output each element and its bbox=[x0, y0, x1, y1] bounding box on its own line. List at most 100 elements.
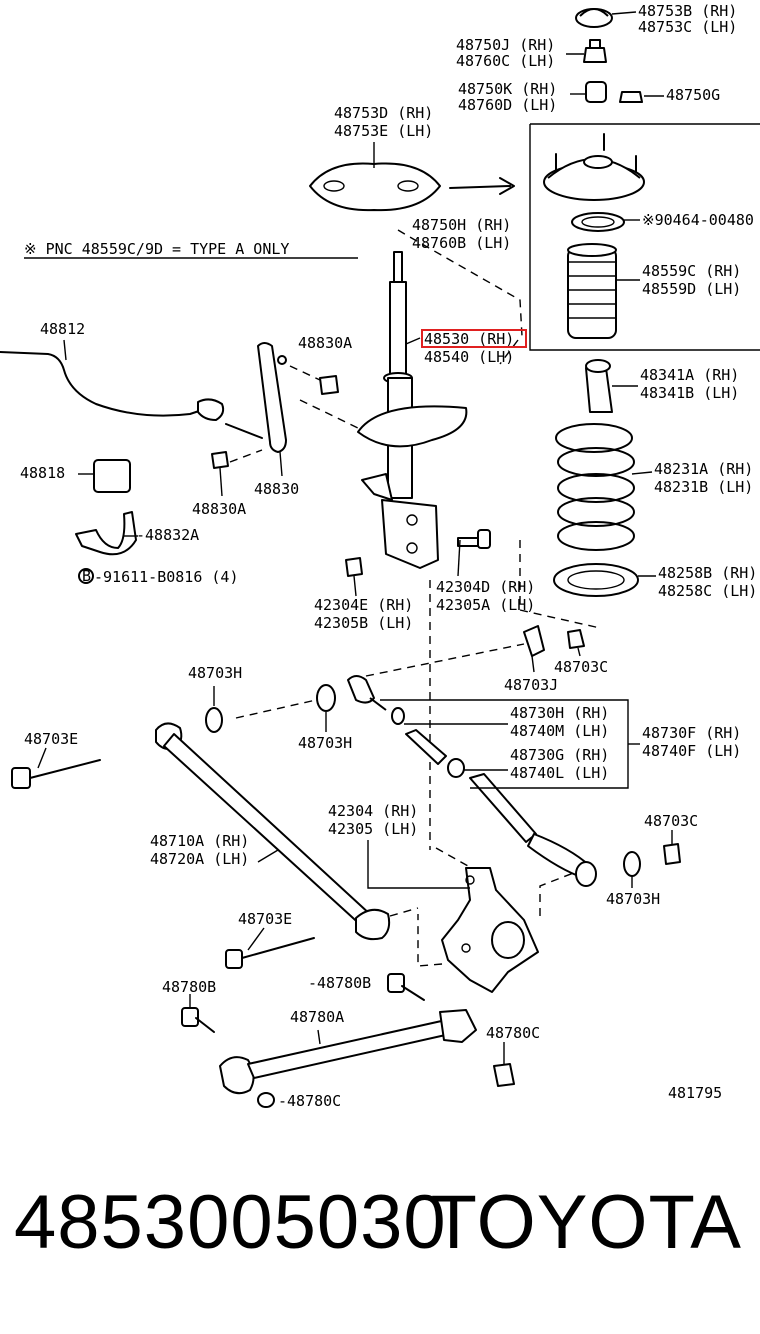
bolt-48780B-a bbox=[181, 994, 215, 1033]
label-48753E: 48753E (LH) bbox=[334, 122, 433, 140]
label-48780C-b: -48780C bbox=[278, 1092, 341, 1110]
bracket-48703J bbox=[365, 625, 545, 677]
label-48703H-c: 48703H bbox=[606, 890, 660, 908]
note-type-a: ※ PNC 48559C/9D = TYPE A ONLY bbox=[24, 240, 289, 258]
nut-42304E bbox=[345, 557, 363, 597]
upper-support-48750H bbox=[543, 133, 645, 201]
label-42305A: 42305A (LH) bbox=[436, 596, 535, 614]
label-48753D: 48753D (RH) bbox=[334, 104, 433, 122]
upper-support-box bbox=[529, 123, 760, 351]
bolt-48703E-b bbox=[225, 927, 315, 969]
label-48559C: 48559C (RH) bbox=[642, 262, 741, 280]
label-48740M: 48740M (LH) bbox=[510, 722, 609, 740]
label-48750G: 48750G bbox=[666, 86, 720, 104]
highlight-box bbox=[421, 329, 527, 348]
stabilizer-link-48830 bbox=[225, 342, 287, 477]
label-48740L: 48740L (LH) bbox=[510, 764, 609, 782]
label-48760B: 48760B (LH) bbox=[412, 234, 511, 252]
knuckle-42304 bbox=[367, 840, 577, 993]
label-48753B: 48753B (RH) bbox=[638, 2, 737, 20]
label-48730F: 48730F (RH) bbox=[642, 724, 741, 742]
nut-48780C-a bbox=[493, 1042, 515, 1087]
bushing-48818 bbox=[78, 459, 131, 493]
label-48830A-top: 48830A bbox=[298, 334, 352, 352]
label-48258B: 48258B (RH) bbox=[658, 564, 757, 582]
label-48530: 48530 (RH) bbox=[424, 330, 514, 348]
label-48559D: 48559D (LH) bbox=[642, 280, 741, 298]
nut-48780C-b bbox=[257, 1092, 275, 1108]
label-48780A: 48780A bbox=[290, 1008, 344, 1026]
label-90464: ※90464-00480 bbox=[642, 211, 754, 229]
bushing-48703H-a bbox=[205, 686, 317, 733]
label-48740F: 48740F (LH) bbox=[642, 742, 741, 760]
label-48703E-b: 48703E bbox=[238, 910, 292, 928]
label-48830A-bot: 48830A bbox=[192, 500, 246, 518]
bushing-48703C-b bbox=[663, 830, 681, 865]
nut-48750K bbox=[570, 81, 607, 103]
lower-plate-48753D bbox=[309, 142, 515, 212]
label-48780B-b: -48780B bbox=[308, 974, 371, 992]
bearing-90464 bbox=[571, 212, 640, 232]
label-48720A: 48720A (LH) bbox=[150, 850, 249, 868]
label-48703H-a: 48703H bbox=[188, 664, 242, 682]
bushing-48703H-c bbox=[623, 851, 641, 888]
part-number: 4853005030 bbox=[14, 1180, 447, 1265]
coil-spring-48231A bbox=[555, 423, 653, 551]
label-48750J: 48750J (RH) bbox=[456, 36, 555, 54]
label-48258C: 48258C (LH) bbox=[658, 582, 757, 600]
suspension-parts-diagram: B bbox=[0, 2, 760, 1110]
label-48830: 48830 bbox=[254, 480, 299, 498]
label-48780B-a: 48780B bbox=[162, 978, 216, 996]
label-48540: 48540 (LH) bbox=[424, 348, 514, 366]
bracket-48832A bbox=[75, 511, 138, 556]
label-42304D: 42304D (RH) bbox=[436, 578, 535, 596]
label-42304: 42304 (RH) bbox=[328, 802, 418, 820]
label-48780C-a: 48780C bbox=[486, 1024, 540, 1042]
nut-48750J bbox=[566, 39, 607, 63]
diagram-ref: 481795 bbox=[668, 1084, 722, 1102]
nut-48830A-top bbox=[289, 365, 339, 395]
label-48818: 48818 bbox=[20, 464, 65, 482]
label-42305: 42305 (LH) bbox=[328, 820, 418, 838]
label-48703J: 48703J bbox=[504, 676, 558, 694]
footer: 4853005030 TOYOTA bbox=[0, 1185, 760, 1295]
bushing-48703C-a bbox=[567, 629, 585, 657]
bearing-cap-48753B bbox=[575, 8, 637, 28]
nut-48750G bbox=[619, 91, 664, 103]
label-48703H-b: 48703H bbox=[298, 734, 352, 752]
bolt-42304D bbox=[457, 529, 491, 549]
label-91611: -91611-B0816 (4) bbox=[94, 568, 239, 586]
label-48703C-a: 48703C bbox=[554, 658, 608, 676]
label-48231B: 48231B (LH) bbox=[654, 478, 753, 496]
label-48341A: 48341A (RH) bbox=[640, 366, 739, 384]
label-48750H: 48750H (RH) bbox=[412, 216, 511, 234]
label-48730G: 48730G (RH) bbox=[510, 746, 609, 764]
label-48812: 48812 bbox=[40, 320, 85, 338]
bolt-91611: B bbox=[78, 567, 94, 585]
label-48760D: 48760D (LH) bbox=[458, 96, 557, 114]
shock-absorber-48530 bbox=[357, 251, 468, 569]
bolt-48780B-b bbox=[387, 973, 425, 1001]
label-48750K: 48750K (RH) bbox=[458, 80, 557, 98]
label-48341B: 48341B (LH) bbox=[640, 384, 739, 402]
label-42305B: 42305B (LH) bbox=[314, 614, 413, 632]
label-48753C: 48753C (LH) bbox=[638, 18, 737, 36]
label-48703C-b: 48703C bbox=[644, 812, 698, 830]
label-48832A: -48832A bbox=[136, 526, 199, 544]
arm-48730H bbox=[347, 675, 597, 887]
bolt-48703E-a bbox=[11, 747, 101, 789]
nut-48830A-bot bbox=[211, 449, 263, 497]
label-48703E-a: 48703E bbox=[24, 730, 78, 748]
bump-stopper-48341A bbox=[585, 359, 638, 413]
label-48231A: 48231A (RH) bbox=[654, 460, 753, 478]
bushing-48703H-b bbox=[316, 684, 336, 732]
bump-boot-48559C bbox=[567, 243, 640, 339]
label-48760C: 48760C (LH) bbox=[456, 52, 555, 70]
svg-text:B: B bbox=[82, 567, 91, 585]
spring-seat-48258B bbox=[553, 563, 656, 597]
label-42304E: 42304E (RH) bbox=[314, 596, 413, 614]
stabilizer-bar-48812 bbox=[0, 339, 225, 421]
arm-48780A bbox=[219, 1009, 477, 1095]
arm-48710A bbox=[155, 722, 419, 941]
label-48710A: 48710A (RH) bbox=[150, 832, 249, 850]
